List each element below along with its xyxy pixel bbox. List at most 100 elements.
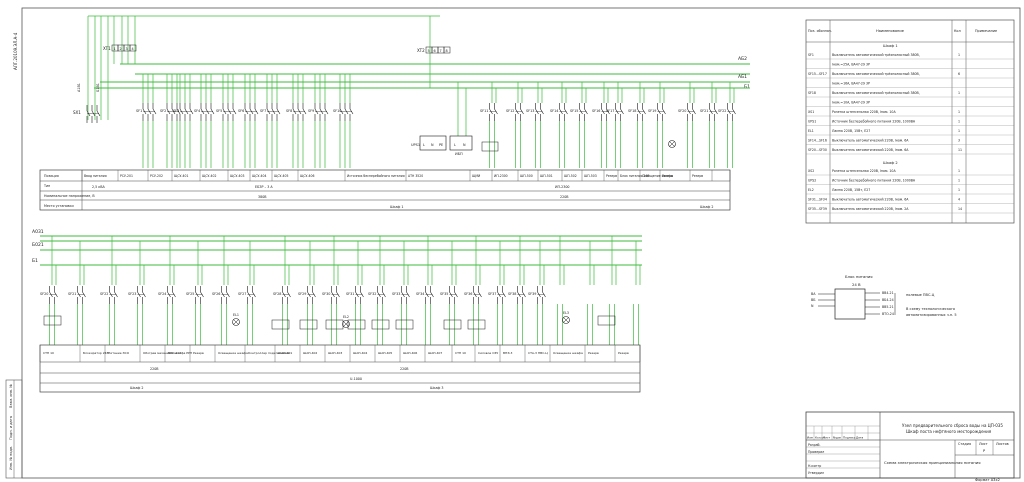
breaker-label: SF18 bbox=[628, 109, 636, 113]
table-frame bbox=[39, 344, 641, 393]
spec-qty: 11 bbox=[958, 148, 962, 152]
relay-block bbox=[325, 319, 344, 330]
spec-qty: 1 bbox=[958, 169, 960, 173]
circuit-breaker: SF28 bbox=[273, 286, 291, 304]
circuit-breaker: SF20 bbox=[40, 286, 58, 304]
breaker-label: SF8 bbox=[286, 109, 292, 113]
table-position: ВПЭ-3 bbox=[503, 351, 512, 355]
spec-qty: 1 bbox=[958, 188, 960, 192]
line-label-b1: Б1 bbox=[744, 84, 750, 90]
circuit-breaker: SF32 bbox=[368, 286, 386, 304]
circuit-breaker: SF39 bbox=[528, 286, 546, 304]
table-row-label: Номинальное напряжение, В bbox=[44, 194, 95, 198]
table-position: ЩСУ-405 bbox=[274, 174, 288, 178]
circuit-breaker: SF13 bbox=[526, 103, 544, 121]
lamp-circle bbox=[668, 140, 676, 148]
line-label-ab1: АБ1 bbox=[738, 74, 747, 80]
spec-name: Розетка штепсельная 220В, Iном. 10А bbox=[832, 169, 896, 173]
breaker-label: SF26 bbox=[212, 292, 220, 296]
table-position: ИП-2300 bbox=[494, 174, 508, 178]
ups-frame bbox=[419, 135, 447, 151]
line2-label-b: Б021 bbox=[32, 242, 44, 248]
table-voltage: 220В bbox=[400, 367, 409, 371]
table-type: ИП-2300 bbox=[555, 185, 570, 189]
lamp-circle bbox=[232, 318, 240, 326]
wire bbox=[233, 319, 239, 325]
tb-sheets-label: Листов bbox=[996, 442, 1009, 446]
table-position: ШП-500 bbox=[520, 174, 533, 178]
breaker-label: SF10 bbox=[333, 109, 341, 113]
table-position: Блок питания 24В bbox=[620, 174, 650, 178]
breaker-label: SF35 bbox=[440, 292, 448, 296]
spec-name: Выключатель автоматический 220В, Iном. 6… bbox=[832, 139, 909, 143]
breaker-label: SF1 bbox=[136, 109, 142, 113]
table-position: СТН 10 bbox=[455, 351, 466, 355]
breaker-label: SF3 bbox=[173, 109, 179, 113]
table-position: ЩСУ-404 bbox=[252, 174, 266, 178]
breaker-label: SF6 bbox=[238, 109, 244, 113]
table-position: ШАП-402 bbox=[303, 351, 317, 355]
input-switch-label: SX1 bbox=[73, 110, 81, 115]
table-position: СТА-3 ПВС-Ц bbox=[528, 351, 548, 355]
breaker-label: SF2 bbox=[160, 109, 166, 113]
terminal-cell-num: 7 bbox=[440, 49, 442, 53]
margin-stamp-2: Подп. и дата bbox=[9, 416, 13, 440]
psu-output: ВВ5-21 bbox=[882, 305, 894, 309]
breaker-label: SF7 bbox=[260, 109, 266, 113]
breaker-label: SF24 bbox=[158, 292, 166, 296]
tb-role: Разраб. bbox=[808, 443, 821, 447]
table-position: Резерв bbox=[588, 351, 599, 355]
spec-qty: 4 bbox=[958, 198, 960, 202]
circuit-breaker: SF19 bbox=[648, 103, 666, 121]
ups-frame-2 bbox=[449, 135, 473, 151]
lamp-circle bbox=[562, 316, 570, 324]
tb-role: Утвердил bbox=[808, 471, 824, 475]
table-position: ШАП-401 bbox=[278, 351, 292, 355]
breaker-label: SF21 bbox=[700, 109, 708, 113]
table-position: ШП-503 bbox=[584, 174, 597, 178]
spec-name: Выключатель автоматический трёхполюсный … bbox=[832, 91, 920, 95]
input-label: А1В1 bbox=[77, 83, 81, 92]
circuit-breaker: SF24 bbox=[158, 286, 176, 304]
terminal-cell-num: 4 bbox=[132, 47, 134, 51]
psu-input: ВА bbox=[811, 292, 816, 296]
psu-note-2: В схему технологического bbox=[906, 307, 955, 311]
relay-block bbox=[299, 319, 318, 330]
wire bbox=[343, 321, 349, 327]
lamp-label: EL3 bbox=[563, 311, 569, 315]
table-position: Резерв bbox=[606, 174, 617, 178]
table-position: Источник бесперебойного питания bbox=[347, 174, 405, 178]
table-position: Контроллер подключения bbox=[248, 351, 290, 355]
lamp-symbol bbox=[668, 140, 676, 148]
breaker-label: SF15 bbox=[570, 109, 578, 113]
breaker-label: SF28 bbox=[273, 292, 281, 296]
table-position: Питание ЭСО bbox=[108, 351, 130, 355]
table-place: Шкаф 2 bbox=[700, 205, 714, 209]
circuit-breaker bbox=[86, 105, 101, 123]
terminal-cell-num: 1 bbox=[114, 47, 116, 51]
table-position: Силовое СЭУ bbox=[478, 351, 498, 355]
table-position: ВНК 412 bbox=[168, 351, 181, 355]
spec-pos: SF35...SF39 bbox=[808, 207, 827, 211]
terminal-cell-num: 3 bbox=[126, 47, 128, 51]
circuit-breaker: SF14 bbox=[550, 103, 568, 121]
spec-pos: SF1 bbox=[808, 53, 814, 57]
terminal-xt2-label: XT2 bbox=[417, 48, 425, 53]
table-voltage: 220В bbox=[150, 367, 159, 371]
spec-pos: XS1 bbox=[808, 110, 814, 114]
wire bbox=[669, 141, 675, 147]
terminal-cell bbox=[443, 46, 451, 54]
circuit-breaker: SF34 bbox=[416, 286, 434, 304]
breaker-label: SF20 bbox=[678, 109, 686, 113]
ups-sub: N bbox=[463, 143, 466, 147]
breaker-label: SF22 bbox=[100, 292, 108, 296]
lamp-symbol: EL3 bbox=[562, 311, 570, 324]
breaker-label: SF17 bbox=[606, 109, 614, 113]
relay-block bbox=[371, 319, 390, 330]
circuit-breaker: SF21 bbox=[68, 286, 86, 304]
circuit-breaker: SF2 bbox=[160, 103, 181, 121]
tb-stage-value: Р bbox=[983, 449, 986, 453]
